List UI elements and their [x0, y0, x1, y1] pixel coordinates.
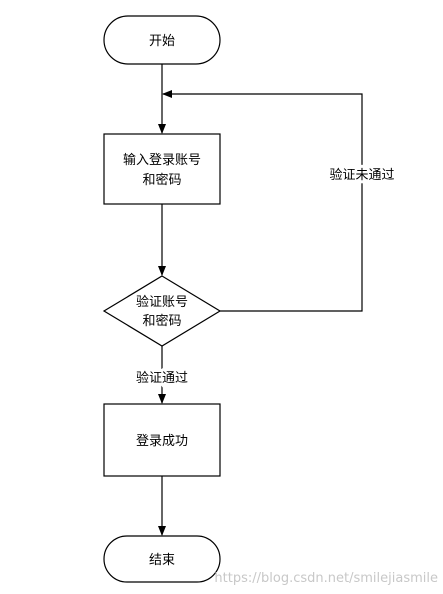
success-label: 登录成功 [136, 434, 188, 449]
input-label-line2: 和密码 [142, 172, 181, 188]
verify-shape [102, 275, 222, 347]
start-label: 开始 [149, 34, 175, 49]
verify-node: 验证账号 和密码 [102, 275, 222, 347]
input-shape [103, 133, 221, 205]
input-node: 输入登录账号 和密码 [103, 133, 221, 205]
verify-label-line2: 和密码 [142, 313, 181, 329]
start-node: 开始 [103, 15, 221, 65]
verify-label-line1: 验证账号 [136, 294, 188, 310]
input-label-line1: 输入登录账号 [123, 152, 201, 168]
end-node: 结束 [103, 535, 221, 583]
pass-edge-label: 验证通过 [136, 370, 188, 386]
watermark-text: https://blog.csdn.net/smilejiasmile [214, 571, 438, 586]
end-label: 结束 [149, 553, 175, 568]
success-node: 登录成功 [103, 403, 221, 477]
end-shape [103, 535, 221, 583]
arrow-verify-fail-loop [162, 90, 363, 312]
fail-edge-label: 验证未通过 [329, 167, 394, 183]
